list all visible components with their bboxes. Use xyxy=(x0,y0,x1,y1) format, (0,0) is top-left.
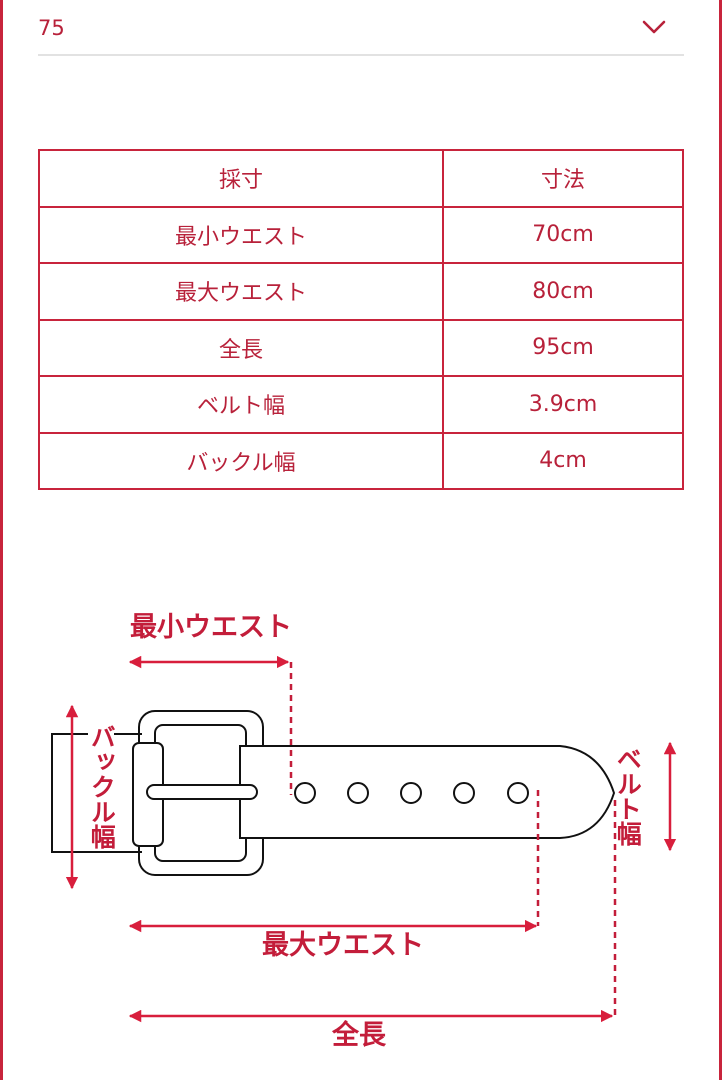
table-row: 最小ウエスト 70cm xyxy=(38,205,684,264)
table-row: バックル幅 4cm xyxy=(38,431,684,490)
table-header-row: 採寸 寸法 xyxy=(38,149,684,208)
belt-illustration xyxy=(51,655,677,1023)
table-cell-value: 80cm xyxy=(442,262,684,321)
table-row: 全長 95cm xyxy=(38,318,684,377)
min-waist-label: 最小ウエスト xyxy=(130,612,292,643)
table-cell-label: 最大ウエスト xyxy=(38,262,444,321)
size-select-value: 75 xyxy=(38,16,65,40)
belt-width-label: ベルト幅 xyxy=(613,746,643,846)
buckle-width-label: バックル幅 xyxy=(87,724,117,849)
table-cell-value: 4cm xyxy=(442,431,684,490)
table-row: ベルト幅 3.9cm xyxy=(38,375,684,434)
table-cell-label: 最小ウエスト xyxy=(38,205,444,264)
table-row: 最大ウエスト 80cm xyxy=(38,262,684,321)
size-table: 採寸 寸法 最小ウエスト 70cm 最大ウエスト 80cm 全長 95cm ベル… xyxy=(38,149,684,490)
table-header-cell: 寸法 xyxy=(442,149,684,208)
table-cell-value: 70cm xyxy=(442,205,684,264)
belt-diagram: 最小ウエスト バックル幅 ベルト幅 最大ウエスト 全長 xyxy=(0,600,722,1080)
size-select[interactable]: 75 xyxy=(38,0,684,56)
max-waist-label: 最大ウエスト xyxy=(262,930,424,961)
table-cell-label: バックル幅 xyxy=(38,431,444,490)
total-length-label: 全長 xyxy=(332,1020,386,1051)
table-header-cell: 採寸 xyxy=(38,149,444,208)
table-cell-value: 95cm xyxy=(442,318,684,377)
chevron-down-icon[interactable] xyxy=(642,20,666,34)
table-cell-label: ベルト幅 xyxy=(38,375,444,434)
table-cell-value: 3.9cm xyxy=(442,375,684,434)
table-cell-label: 全長 xyxy=(38,318,444,377)
